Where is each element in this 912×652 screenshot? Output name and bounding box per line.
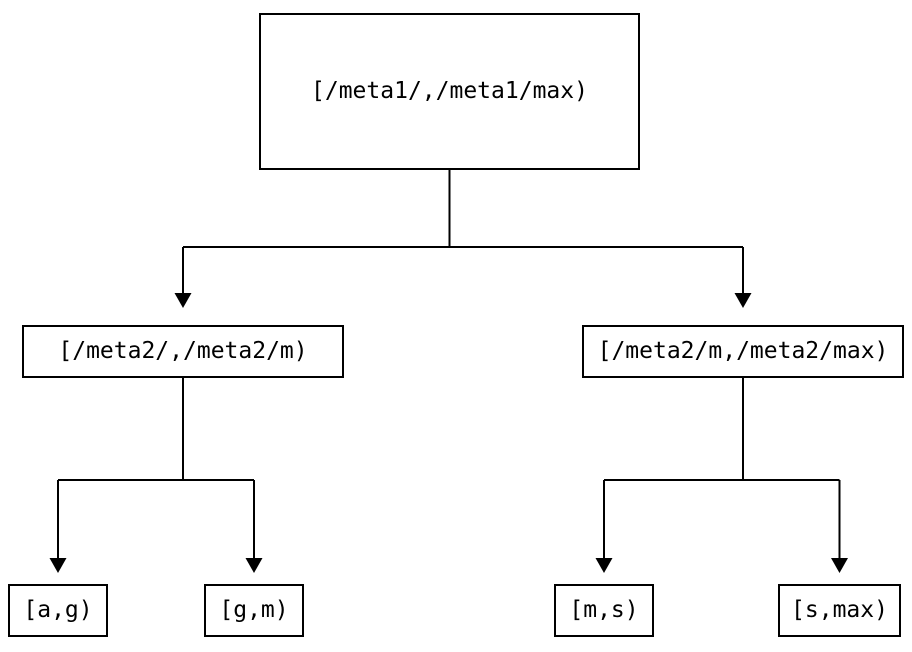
arrowhead-icon (734, 293, 752, 308)
arrowhead-icon (174, 293, 192, 308)
node-leaf-gm-label: [g,m) (219, 597, 289, 623)
node-leaf-ms-label: [m,s) (569, 597, 639, 623)
node-leaf-smax: [s,max) (778, 584, 901, 637)
node-root: [/meta1/,/meta1/max) (259, 13, 640, 170)
node-leaf-smax-label: [s,max) (791, 597, 888, 623)
edge-left-to-children (57, 378, 255, 559)
node-meta2-left: [/meta2/,/meta2/m) (22, 325, 344, 378)
node-meta2-right: [/meta2/m,/meta2/max) (582, 325, 904, 378)
node-leaf-ag-label: [a,g) (23, 597, 93, 623)
arrowhead-icon (49, 558, 67, 573)
arrowhead-icon (595, 558, 613, 573)
arrowhead-icon (831, 558, 848, 573)
node-meta2-right-label: [/meta2/m,/meta2/max) (597, 338, 889, 364)
node-leaf-ag: [a,g) (8, 584, 108, 637)
edge-right-to-children (603, 378, 841, 559)
node-root-label: [/meta1/,/meta1/max) (311, 78, 588, 104)
node-meta2-left-label: [/meta2/,/meta2/m) (58, 338, 308, 364)
arrowhead-icon (245, 558, 263, 573)
node-leaf-ms: [m,s) (554, 584, 654, 637)
node-leaf-gm: [g,m) (204, 584, 304, 637)
edge-root-to-children (182, 170, 744, 294)
